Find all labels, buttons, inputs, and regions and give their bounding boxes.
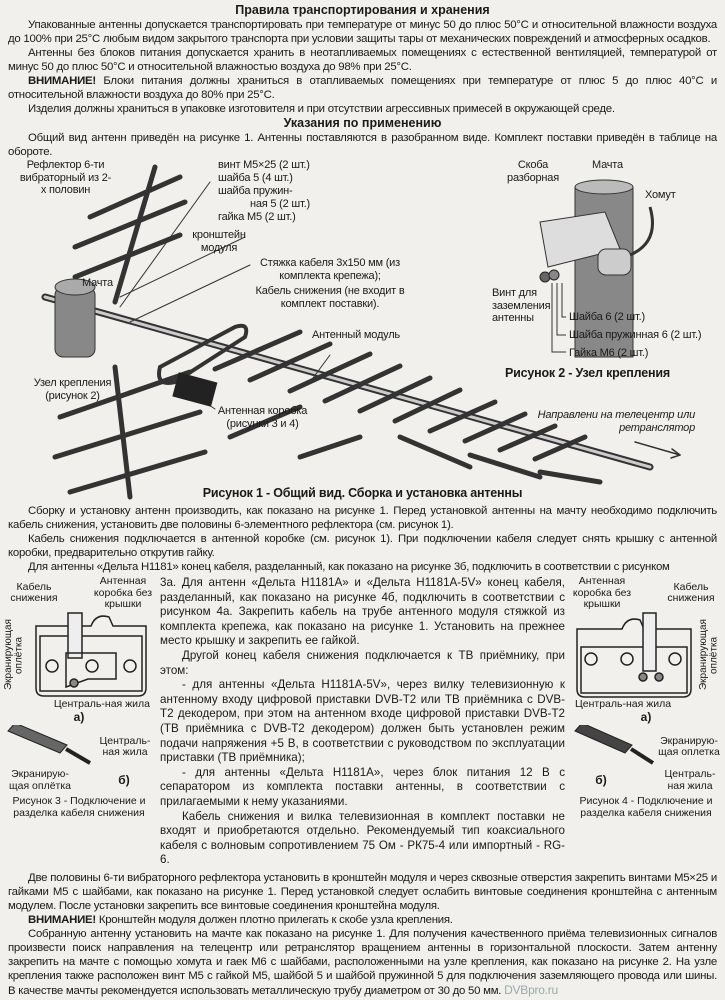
fig3-label-cable: Кабель снижения bbox=[10, 580, 58, 605]
fig3-label-shield-vertical: Экранирующая оплётка bbox=[3, 619, 25, 690]
figure3-cable-drawing bbox=[7, 725, 92, 765]
paragraph: Упакованные антенны допускается транспор… bbox=[8, 19, 717, 45]
fig3-label-core2: Централь-ная жила bbox=[99, 734, 151, 758]
label-direction: Направлени на телецентр или ретранслятор bbox=[537, 409, 696, 434]
warning-text: Блоки питания должны храниться в отаплив… bbox=[8, 75, 717, 101]
warning-text: Кронштейн модуля должен плотно прилегать… bbox=[95, 913, 453, 926]
label-spring-washer-cont: ная 5 (2 шт.) bbox=[250, 198, 310, 210]
warning-label: ВНИМАНИЕ! bbox=[28, 913, 96, 926]
label-spring-washer: шайба пружин- bbox=[218, 185, 293, 197]
paragraph: Собранную антенну установить на мачте ка… bbox=[8, 927, 717, 998]
fig4-label-shield: Экранирую-щая оплетка bbox=[658, 734, 720, 758]
fig3-label-b: б) bbox=[118, 773, 130, 787]
figure3-caption: Рисунок 3 - Подключение и разделка кабел… bbox=[12, 795, 146, 819]
label-bracket: кронштейн модуля bbox=[192, 229, 246, 254]
label-tie: Стяжка кабеля 3х150 мм (из комплекта кре… bbox=[260, 257, 400, 282]
fig2-label-mast: Мачта bbox=[592, 159, 623, 171]
figure1: Рефлектор 6-ти вибраторный из 2-х полови… bbox=[0, 159, 725, 504]
figure3-box-drawing bbox=[35, 611, 147, 697]
label-cable: Кабель снижения (не входит в комплект по… bbox=[255, 285, 405, 310]
fig4-label-cable: Кабель снижения bbox=[667, 580, 715, 605]
label-nut: гайка М5 (2 шт.) bbox=[218, 211, 296, 223]
figure4: Антенная коробка без крышки Кабель сниже… bbox=[571, 575, 721, 868]
fig3-label-a: а) bbox=[73, 710, 85, 724]
paragraph: 3а. Для антенн «Дельта Н1181А» и «Дельта… bbox=[160, 576, 565, 648]
assembly-column: 3а. Для антенн «Дельта Н1181А» и «Дельта… bbox=[160, 576, 565, 868]
label-module: Антенный модуль bbox=[312, 329, 400, 341]
paragraph: Изделия должны храниться в упаковке изго… bbox=[28, 103, 615, 115]
warning-label: ВНИМАНИЕ! bbox=[28, 75, 96, 87]
fig2-label-clamp: Скоба разборная bbox=[507, 159, 559, 184]
label-screw: винт М5×25 (2 шт.) bbox=[218, 159, 310, 171]
paragraph: - для антенны «Дельта Н1181А-5V», через … bbox=[160, 678, 565, 765]
mount-node bbox=[54, 286, 96, 358]
fig2-label-washer: Шайба 6 (2 шт.) bbox=[569, 311, 645, 323]
fig4-label-a: а) bbox=[640, 710, 652, 724]
assembly-section: Сборку и установку антенн производить, к… bbox=[8, 504, 717, 574]
antenna-illustration bbox=[41, 164, 681, 500]
paragraph: - для антенны «Дельта Н1181А», через бло… bbox=[160, 765, 565, 808]
final-section: Две половины 6-ти вибраторного рефлектор… bbox=[8, 871, 717, 998]
label-reflector: Рефлектор 6-ти вибраторный из 2-х полови… bbox=[19, 159, 112, 196]
paragraph: Две половины 6-ти вибраторного рефлектор… bbox=[8, 871, 717, 912]
figure2-caption: Рисунок 2 - Узел крепления bbox=[505, 366, 670, 380]
usage-title: Указания по применению bbox=[283, 116, 442, 130]
assembly-row: Кабель снижения Антенная коробка без кры… bbox=[3, 575, 721, 868]
paragraph: ВНИМАНИЕ! Кронштейн модуля должен плотно… bbox=[8, 913, 717, 927]
antenna-box bbox=[172, 372, 218, 407]
label-box: Антенная коробка (рисунки 3 и 4) bbox=[217, 405, 308, 430]
paragraph: Антенны без блоков питания допускается х… bbox=[8, 47, 717, 73]
figure1-caption: Рисунок 1 - Общий вид. Сборка и установк… bbox=[202, 486, 523, 500]
paragraph-text: Собранную антенну установить на мачте ка… bbox=[8, 927, 717, 997]
paragraph: Общий вид антенн приведён на рисунке 1. … bbox=[8, 132, 717, 158]
figure2-drawing bbox=[539, 179, 654, 358]
label-mount: Узел крепления (рисунок 2) bbox=[33, 377, 112, 402]
figure4-caption: Рисунок 4 - Подключение и разделка кабел… bbox=[579, 795, 713, 819]
label-washer: шайба 5 (4 шт.) bbox=[218, 172, 293, 184]
fig4-label-shield-vertical: Экранирующая оплётка bbox=[698, 619, 720, 690]
fig2-label-spring: Шайба пружинная 6 (2 шт.) bbox=[569, 329, 702, 341]
figure3: Кабель снижения Антенная коробка без кры… bbox=[3, 575, 154, 868]
transport-section: Правила транспортирования и хранения Упа… bbox=[8, 0, 717, 159]
fig3-label-shield: Экранирую-щая оплётка bbox=[8, 768, 72, 792]
paragraph: Для антенны «Дельта Н1181» конец кабеля,… bbox=[28, 561, 670, 573]
fig2-label-nut: Гайка М6 (2 шт.) bbox=[569, 347, 649, 359]
transport-title: Правила транспортирования и хранения bbox=[235, 3, 490, 17]
label-mast: Мачта bbox=[82, 277, 113, 289]
paragraph: Сборку и установку антенн производить, к… bbox=[8, 505, 717, 531]
figure4-box-drawing bbox=[576, 611, 692, 698]
fig4-label-box: Антенная коробка без крышки bbox=[572, 575, 632, 610]
paragraph: Другой конец кабеля снижения подключаетс… bbox=[160, 648, 565, 677]
fig2-label-yoke: Хомут bbox=[645, 189, 676, 201]
paragraph: ВНИМАНИЕ! Блоки питания должны храниться… bbox=[8, 74, 717, 102]
paragraph: Кабель снижения подключается в антенной … bbox=[8, 533, 717, 559]
fig2-label-ground-screw: Винт для заземления антенны bbox=[492, 287, 551, 324]
fig4-label-core2: Централь-ная жила bbox=[664, 768, 716, 792]
fig4-label-core: Централь-ная жила bbox=[575, 697, 672, 710]
paragraph: Кабель снижения и вилка телевизионная в … bbox=[160, 809, 565, 867]
fig3-label-core: Централь-ная жила bbox=[53, 697, 150, 710]
watermark: DVBpro.ru bbox=[504, 982, 558, 997]
fig4-label-b: б) bbox=[595, 773, 607, 787]
figure4-cable-drawing bbox=[574, 725, 655, 765]
fig3-label-box: Антенная коробка без крышки bbox=[93, 575, 153, 610]
